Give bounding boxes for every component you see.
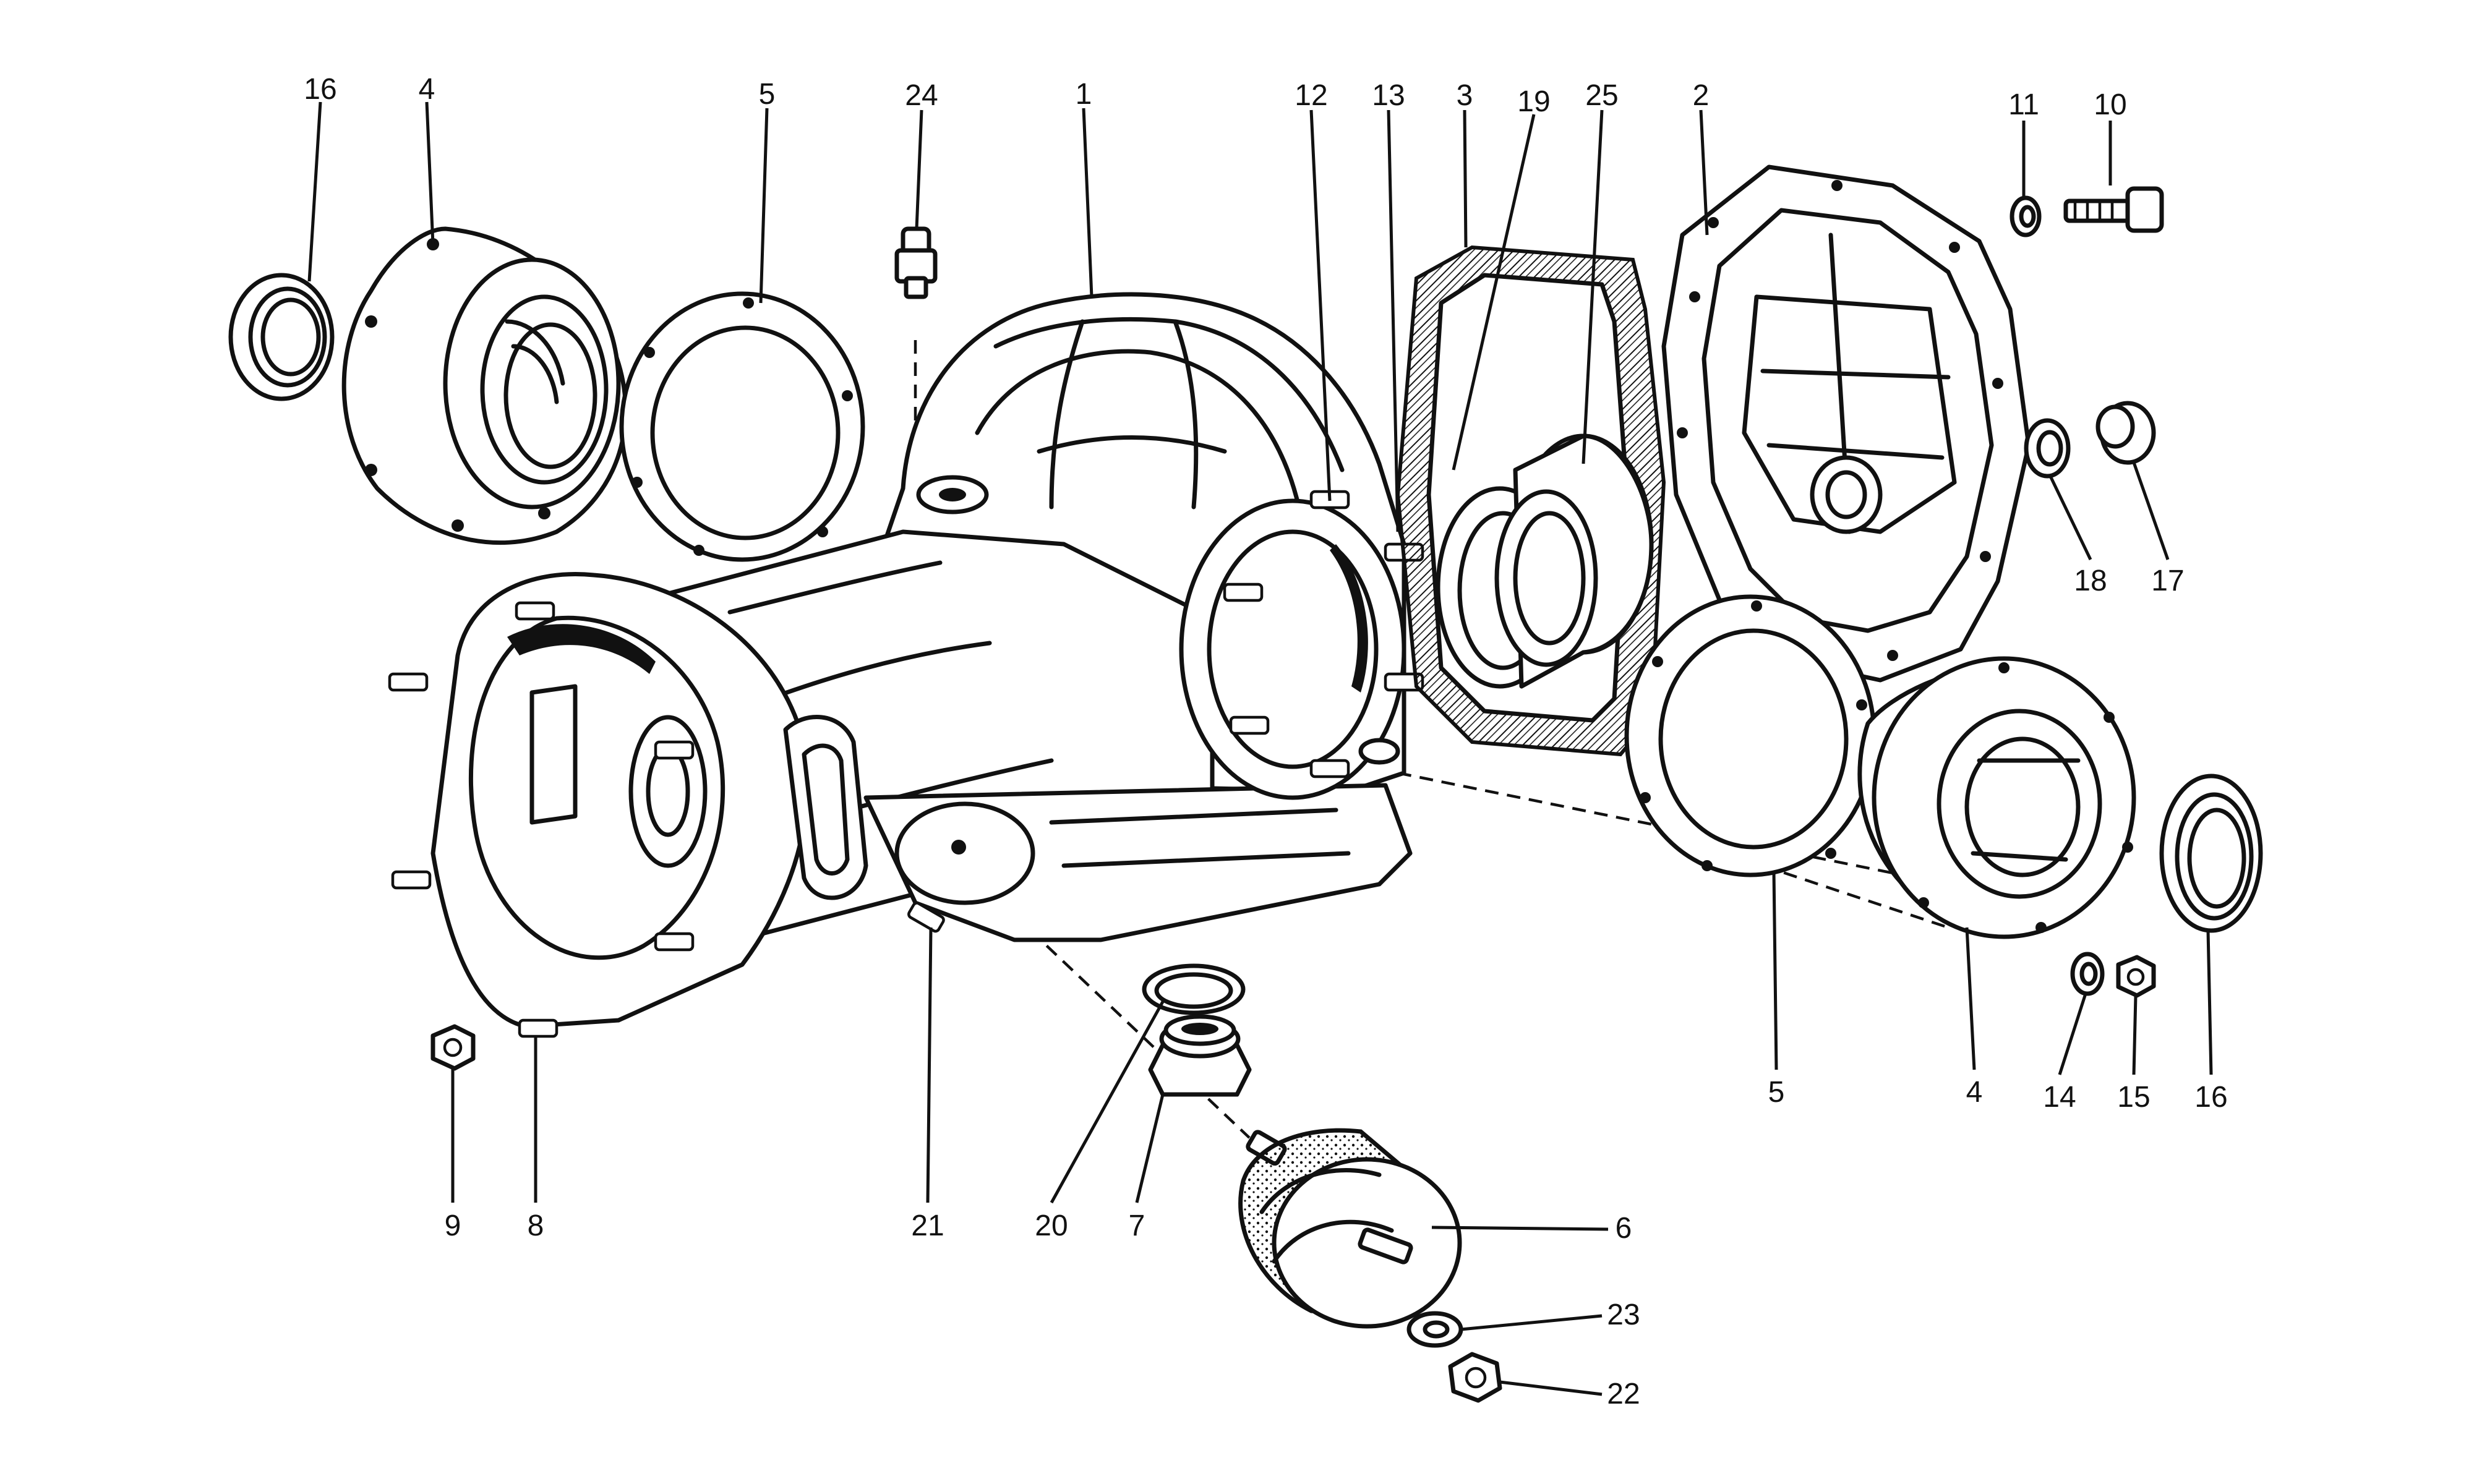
filler-plug-part xyxy=(1148,1014,1252,1097)
callout-17: 17 xyxy=(2151,565,2184,597)
plug-washer-part xyxy=(2024,418,2071,479)
gasket-right-part xyxy=(1624,594,1877,877)
callout-5-right: 5 xyxy=(1768,1076,1785,1109)
callout-23: 23 xyxy=(1607,1298,1640,1331)
flange-washer-part xyxy=(2070,952,2105,996)
gasket-left-part xyxy=(619,291,865,562)
oil-seal-right-part xyxy=(2159,774,2263,933)
callout-22: 22 xyxy=(1607,1378,1640,1410)
callout-4-right: 4 xyxy=(1966,1076,1983,1109)
callout-25: 25 xyxy=(1585,79,1618,112)
callout-20: 20 xyxy=(1035,1209,1068,1242)
oil-seal-left-part xyxy=(228,273,335,401)
drain-plug-part xyxy=(2095,401,2156,465)
callout-3: 3 xyxy=(1457,79,1473,112)
cover-bolt-part xyxy=(2063,186,2164,233)
callout-8: 8 xyxy=(528,1209,544,1242)
callout-15: 15 xyxy=(2117,1081,2150,1114)
mount-washer-part xyxy=(1406,1311,1463,1348)
breather-vent-part xyxy=(894,226,938,299)
callout-19: 19 xyxy=(1517,85,1550,118)
callout-16-left: 16 xyxy=(304,73,336,106)
callout-2: 2 xyxy=(1693,79,1710,112)
callout-11: 11 xyxy=(2008,88,2039,121)
callout-18: 18 xyxy=(2074,565,2107,597)
callout-9: 9 xyxy=(445,1209,461,1242)
callout-13: 13 xyxy=(1372,79,1405,112)
main-housing-part xyxy=(388,292,1424,1038)
callout-10: 10 xyxy=(2094,88,2126,121)
leader-lines xyxy=(307,101,2213,1396)
callout-1: 1 xyxy=(1076,78,1092,111)
callout-4-left: 4 xyxy=(419,73,435,106)
left-flange-studs xyxy=(388,601,695,1038)
rubber-mount-part xyxy=(1238,1128,1462,1329)
bearing-housing-right-part xyxy=(1857,656,2136,939)
callout-6: 6 xyxy=(1616,1212,1632,1245)
bearing-housing-left-part xyxy=(341,226,628,545)
callout-labels: 16 4 5 24 1 12 13 3 19 25 2 11 10 18 17 … xyxy=(304,73,2227,1410)
callout-24: 24 xyxy=(905,79,938,112)
callout-14: 14 xyxy=(2043,1081,2076,1114)
flange-nut-part xyxy=(2116,955,2156,998)
right-flange-studs xyxy=(1223,490,1424,778)
bearing-ring-part xyxy=(1436,433,1654,689)
callout-12: 12 xyxy=(1295,79,1327,112)
callout-16-right: 16 xyxy=(2194,1081,2227,1114)
callout-5-left: 5 xyxy=(759,78,776,111)
callout-7: 7 xyxy=(1129,1209,1145,1242)
callout-21: 21 xyxy=(911,1209,944,1242)
housing-nut-part xyxy=(430,1024,476,1071)
rear-cover-part xyxy=(1661,164,2031,683)
plug-seal-washer-part xyxy=(1142,963,1246,1015)
bolt-washer-part xyxy=(2010,195,2042,237)
mount-nut-part xyxy=(1448,1352,1502,1403)
